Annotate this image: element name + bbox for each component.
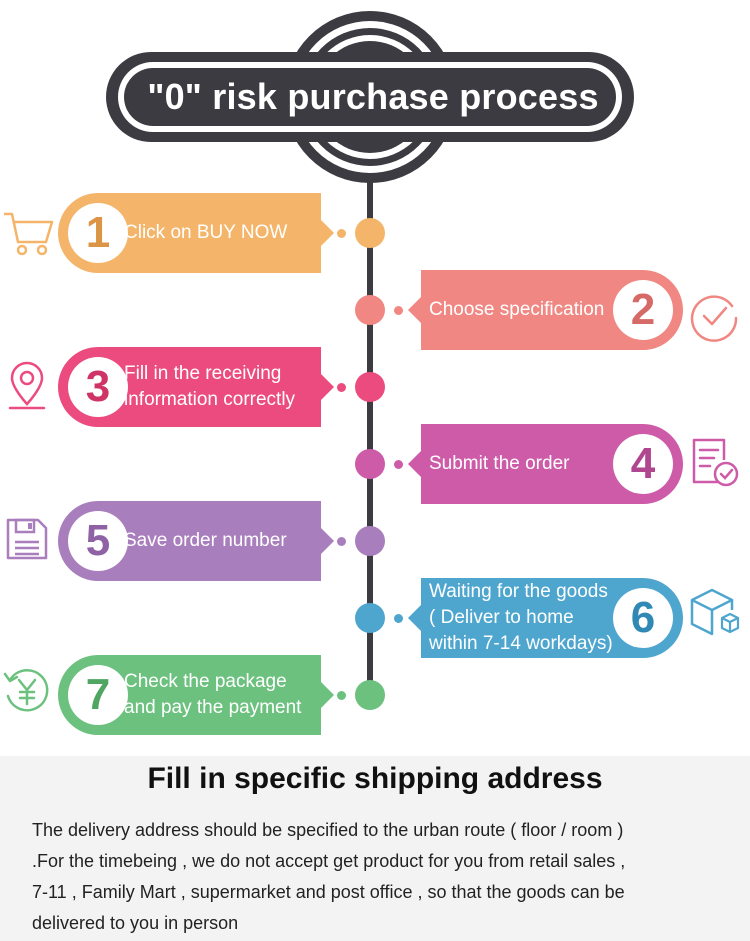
yuan-refresh-icon bbox=[3, 669, 49, 712]
step-2-tab: 2 Choose specification bbox=[408, 270, 683, 350]
timeline-connector-dot bbox=[394, 306, 403, 315]
step-label-line: Waiting for the goods bbox=[429, 581, 608, 602]
step-arrow bbox=[408, 297, 421, 323]
step-label-line: Fill in the receiving bbox=[124, 363, 282, 384]
timeline-connector-dot bbox=[337, 537, 346, 546]
step-label-line: Submit the order bbox=[429, 453, 570, 474]
notice-line: .For the timebeing , we do not accept ge… bbox=[32, 851, 626, 871]
order-document-icon bbox=[692, 438, 739, 487]
timeline-connector-dot bbox=[337, 691, 346, 700]
step-4-tab: 4 Submit the order bbox=[408, 424, 683, 504]
notice-panel bbox=[0, 756, 750, 941]
step-number: 7 bbox=[68, 665, 128, 725]
timeline-connector-dot bbox=[337, 229, 346, 238]
timeline-node bbox=[355, 295, 385, 325]
step-arrow bbox=[321, 682, 334, 708]
step-number: 3 bbox=[68, 357, 128, 417]
step-label-line: Check the package bbox=[124, 671, 287, 692]
package-box-icon bbox=[690, 588, 740, 636]
step-number: 2 bbox=[613, 280, 673, 340]
timeline-node bbox=[355, 372, 385, 402]
step-label: Fill in the receiving information correct… bbox=[124, 347, 313, 427]
step-label-line: information correctly bbox=[124, 389, 296, 410]
timeline-node bbox=[355, 218, 385, 248]
step-arrow bbox=[408, 605, 421, 631]
save-disk-icon bbox=[6, 518, 48, 560]
timeline-node bbox=[355, 526, 385, 556]
header-graphic bbox=[106, 11, 634, 183]
header-pill-inner bbox=[124, 68, 616, 126]
step-label: Save order number bbox=[124, 501, 313, 581]
timeline-connector-dot bbox=[337, 383, 346, 392]
step-number: 4 bbox=[613, 434, 673, 494]
timeline-node bbox=[355, 449, 385, 479]
timeline-node bbox=[355, 680, 385, 710]
step-label-line: Choose specification bbox=[429, 299, 605, 320]
notice-line: delivered to you in person bbox=[32, 913, 239, 933]
step-label: Waiting for the goods ( Deliver to home wi… bbox=[429, 578, 613, 658]
step-label-line: within 7-14 workdays) bbox=[429, 633, 613, 654]
shopping-cart-icon bbox=[4, 212, 54, 256]
step-arrow bbox=[321, 528, 334, 554]
step-label-line: and pay the payment bbox=[124, 697, 302, 718]
step-label: Choose specification bbox=[429, 270, 611, 350]
step-number: 1 bbox=[68, 203, 128, 263]
step-label-line: Click on BUY NOW bbox=[124, 222, 288, 243]
step-label-line: Save order number bbox=[124, 530, 287, 551]
notice-line: 7-11 , Family Mart , supermarket and pos… bbox=[32, 882, 625, 902]
check-circle-icon bbox=[690, 295, 738, 342]
notice-line: The delivery address should be specified… bbox=[32, 820, 624, 840]
notice-title: Fill in specific shipping address bbox=[147, 762, 603, 795]
timeline-connector-dot bbox=[394, 614, 403, 623]
step-label: Submit the order bbox=[429, 424, 611, 504]
location-pin-icon bbox=[8, 361, 46, 410]
timeline-node bbox=[355, 603, 385, 633]
timeline-line bbox=[367, 180, 373, 694]
step-number: 6 bbox=[613, 588, 673, 648]
step-number: 5 bbox=[68, 511, 128, 571]
step-arrow bbox=[408, 451, 421, 477]
step-arrow bbox=[321, 220, 334, 246]
timeline-connector-dot bbox=[394, 460, 403, 469]
step-label: Click on BUY NOW bbox=[124, 193, 313, 273]
step-label: Check the package and pay the payment bbox=[124, 655, 313, 735]
notice-text: The delivery address should be specified… bbox=[32, 815, 732, 939]
step-label-line: ( Deliver to home bbox=[429, 607, 574, 628]
step-arrow bbox=[321, 374, 334, 400]
page-title: "0" risk purchase process bbox=[147, 76, 599, 117]
